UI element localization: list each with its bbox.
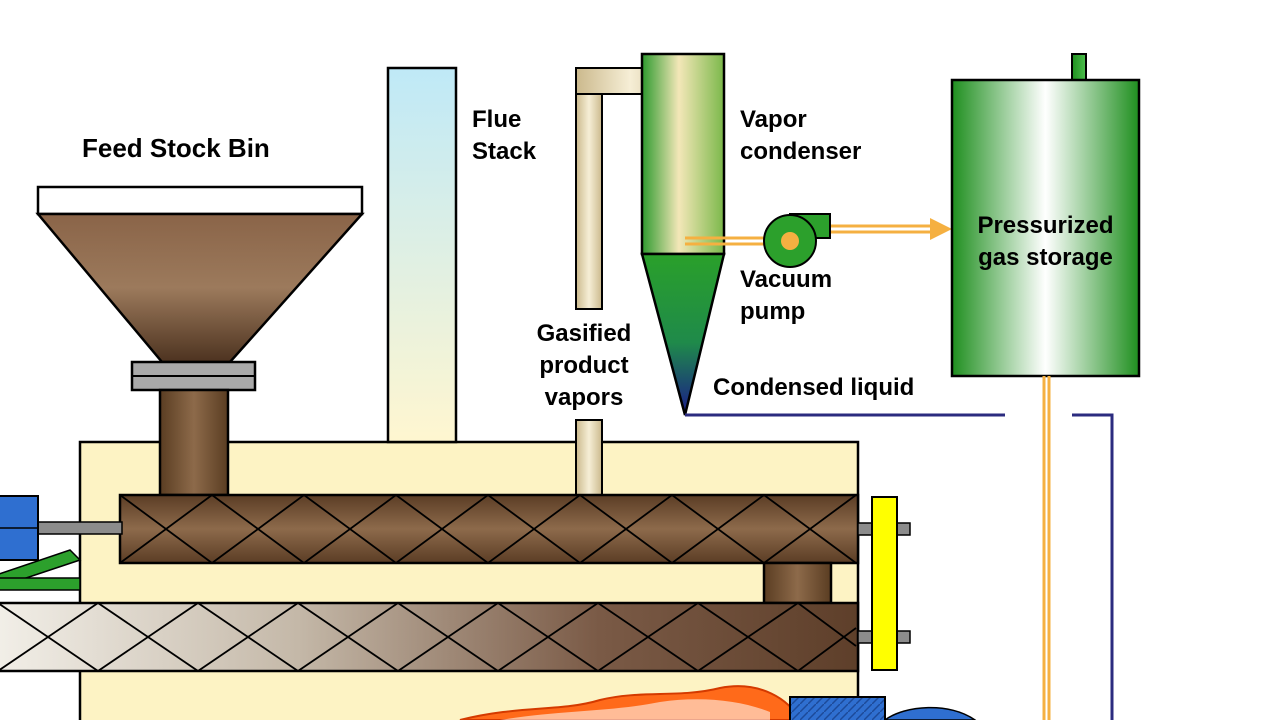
vapor-condenser-body (640, 52, 726, 256)
burner-fuel-line (883, 706, 977, 720)
condensed-liquid-line-return (1072, 413, 1114, 720)
vacuum-pump-label-line2: pump (740, 298, 806, 325)
vapor-condenser-label-line1: Vapor (740, 106, 807, 133)
upper-auger-flights (119, 493, 857, 565)
vacuum-pump-label-line1: Vacuum (740, 266, 833, 293)
flue-stack-label-line2: Stack (472, 138, 537, 165)
feed-chute (158, 388, 230, 497)
vapor-condenser-cone (640, 252, 726, 416)
gasified-product-vapors-label: Gasified product vapors (514, 318, 654, 414)
vapor-pipe-lower (575, 419, 603, 497)
gasified-product-vapors-label-line3: vapors (544, 384, 624, 411)
storage-tank-nozzle (1071, 53, 1087, 81)
hopper-funnel (35, 212, 365, 364)
gasified-product-vapors-label-line2: product (539, 352, 629, 379)
gasified-product-vapors-label-line1: Gasified (536, 320, 632, 347)
vapor-pipe-riser (575, 93, 603, 310)
end-flange (871, 496, 898, 671)
lower-auger-flights (0, 601, 857, 673)
drive-shaft-left (37, 521, 123, 535)
gas-arrow-icon (930, 218, 952, 240)
flue-stack-label-line1: Flue (472, 106, 522, 133)
vacuum-pump-label: Vacuum pump (740, 264, 832, 328)
burner-flame-inner (500, 699, 770, 720)
feed-stock-bin-label: Feed Stock Bin (82, 133, 270, 163)
upper-auger (118, 493, 860, 565)
storage-tank (950, 78, 1141, 378)
flue-stack-label: Flue Stack (472, 104, 536, 168)
pressurized-gas-storage-label-line1: Pressurized (977, 212, 1114, 239)
vapor-condenser-label: Vapor condenser (740, 104, 861, 168)
drive-base (0, 577, 81, 591)
condensed-liquid-label: Condensed liquid (713, 374, 915, 401)
vacuum-pump-hub-icon (781, 232, 799, 250)
vapor-condenser-label-line2: condenser (740, 138, 862, 165)
lower-auger (0, 601, 860, 673)
transfer-chute (762, 561, 833, 605)
flue-stack (386, 66, 458, 444)
hopper-rim (36, 185, 364, 216)
burner (789, 696, 886, 720)
pressurized-gas-storage-label: Pressurized gas storage (952, 210, 1139, 274)
pressurized-gas-storage-label-line2: gas storage (978, 244, 1113, 271)
